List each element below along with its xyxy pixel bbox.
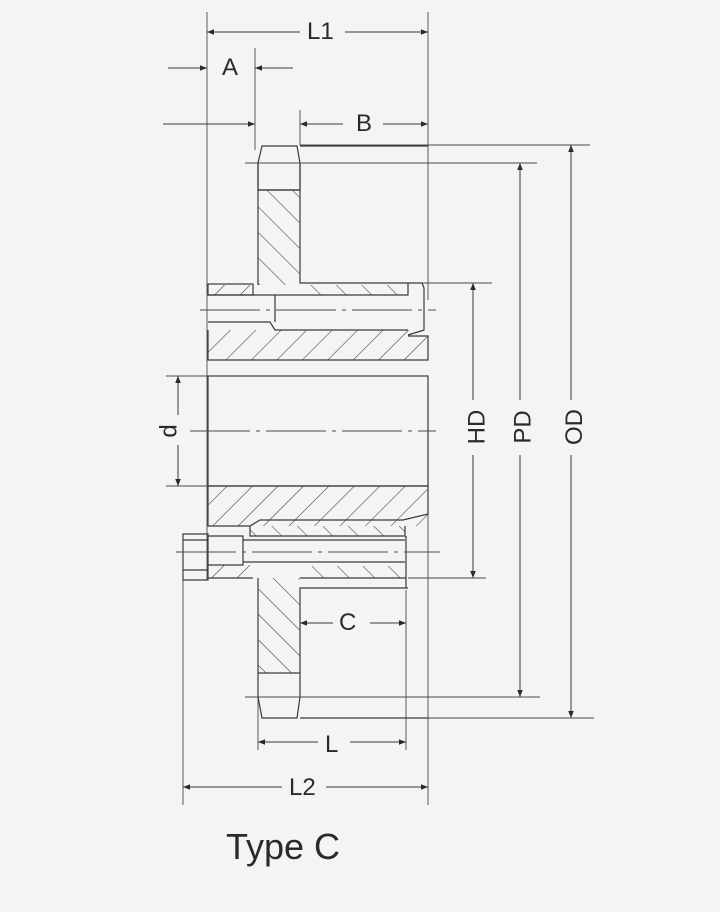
bush-top [200,282,436,361]
dim-label-d: d [156,421,183,441]
dim-label-c: C [336,611,360,635]
dim-label-b: B [353,112,376,136]
bore [190,375,436,487]
dim-label-od: OD [561,406,588,448]
dim-label-hd: HD [463,406,490,448]
dim-label-a: A [219,56,242,80]
dimension-lines [163,29,574,790]
dim-label-l1: L1 [304,20,337,44]
dim-label-l: L [322,733,342,757]
dim-label-l2: L2 [286,776,319,800]
dim-label-pd: PD [510,407,537,447]
figure-caption: Type C [226,826,341,867]
sprocket-plate-top [245,145,428,285]
bush-bottom [176,485,440,588]
sprocket-plate-bottom [245,578,428,719]
